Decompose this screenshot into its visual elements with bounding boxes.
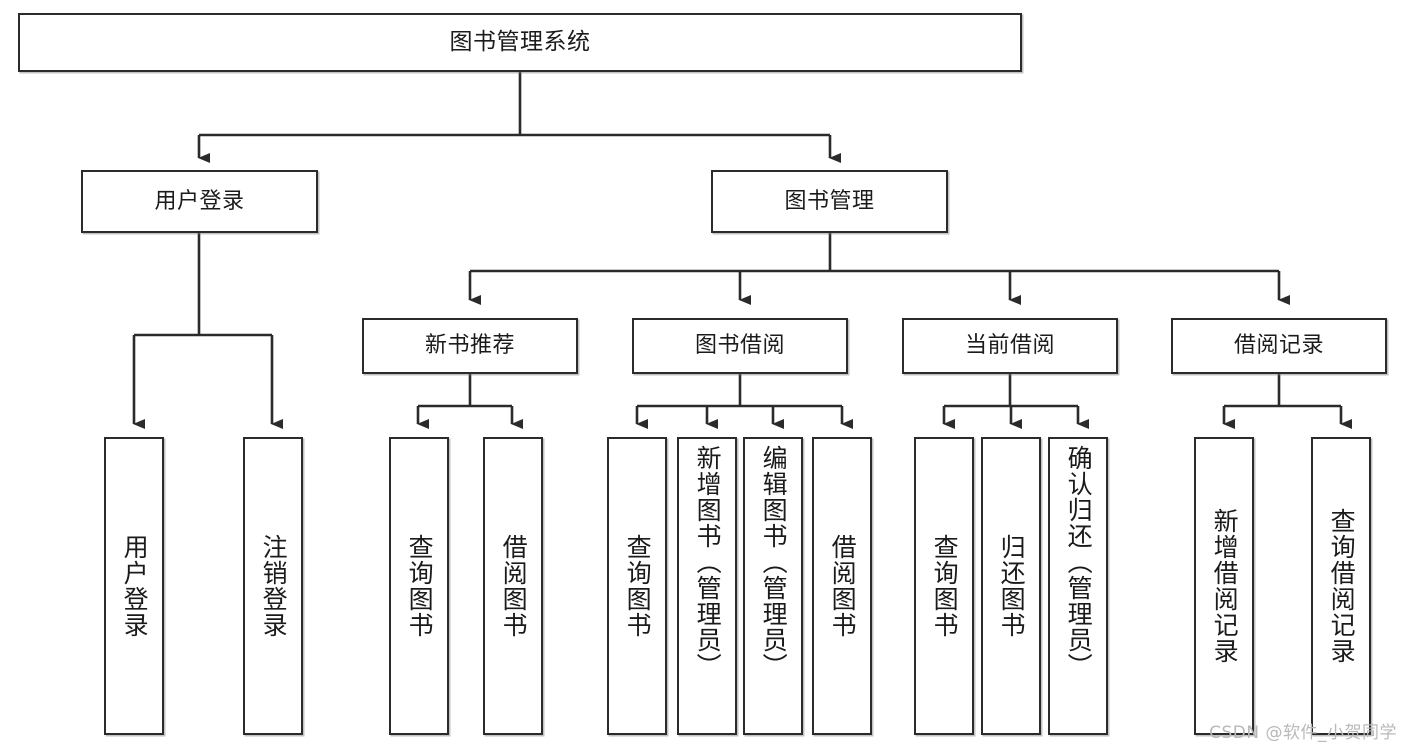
leaf-records-query[interactable]: 查询借阅记录 bbox=[1311, 437, 1371, 735]
leaf-book-borrow-edit[interactable]: 编辑图书（管理员） bbox=[743, 437, 803, 735]
node-label: 借阅图书 bbox=[499, 534, 529, 638]
node-label: 借阅记录 bbox=[1233, 333, 1324, 359]
leaf-new-book-query[interactable]: 查询图书 bbox=[389, 437, 449, 735]
node-label: 用户登录 bbox=[120, 534, 150, 638]
node-label: 查询图书 bbox=[405, 534, 435, 638]
node-root-library-system[interactable]: 图书管理系统 bbox=[18, 13, 1022, 72]
node-label: 图书借阅 bbox=[694, 333, 785, 359]
node-book-borrow[interactable]: 图书借阅 bbox=[632, 318, 848, 374]
node-label: 查询图书 bbox=[930, 534, 960, 638]
node-new-book-recommend[interactable]: 新书推荐 bbox=[362, 318, 578, 374]
node-borrow-records[interactable]: 借阅记录 bbox=[1171, 318, 1387, 374]
leaf-records-add[interactable]: 新增借阅记录 bbox=[1194, 437, 1254, 735]
node-label: 图书管理系统 bbox=[449, 28, 591, 55]
leaf-user-login-logout[interactable]: 注销登录 bbox=[243, 437, 303, 735]
watermark-text: CSDN @软件_小贺同学 bbox=[1209, 723, 1397, 743]
node-label: 确认归还（管理员） bbox=[1064, 445, 1094, 679]
node-label: 当前借阅 bbox=[964, 333, 1055, 359]
node-label: 归还图书 bbox=[997, 534, 1027, 638]
node-book-management[interactable]: 图书管理 bbox=[711, 170, 948, 233]
node-current-borrow[interactable]: 当前借阅 bbox=[902, 318, 1118, 374]
leaf-current-borrow-confirm-return[interactable]: 确认归还（管理员） bbox=[1048, 437, 1108, 735]
leaf-book-borrow-add[interactable]: 新增图书（管理员） bbox=[677, 437, 737, 735]
node-label: 新书推荐 bbox=[424, 333, 515, 359]
node-label: 查询借阅记录 bbox=[1327, 508, 1357, 664]
node-user-login[interactable]: 用户登录 bbox=[81, 170, 318, 233]
node-label: 借阅图书 bbox=[828, 534, 858, 638]
node-label: 编辑图书（管理员） bbox=[759, 445, 789, 679]
leaf-user-login-login[interactable]: 用户登录 bbox=[104, 437, 164, 735]
leaf-current-borrow-return[interactable]: 归还图书 bbox=[981, 437, 1041, 735]
node-label: 查询图书 bbox=[623, 534, 653, 638]
leaf-book-borrow-query[interactable]: 查询图书 bbox=[607, 437, 667, 735]
node-label: 新增图书（管理员） bbox=[693, 445, 723, 679]
leaf-current-borrow-query[interactable]: 查询图书 bbox=[914, 437, 974, 735]
leaf-new-book-borrow[interactable]: 借阅图书 bbox=[483, 437, 543, 735]
node-label: 用户登录 bbox=[154, 188, 245, 214]
leaf-book-borrow-borrow[interactable]: 借阅图书 bbox=[812, 437, 872, 735]
node-label: 图书管理 bbox=[784, 188, 875, 214]
node-label: 新增借阅记录 bbox=[1210, 508, 1240, 664]
node-label: 注销登录 bbox=[259, 534, 289, 638]
